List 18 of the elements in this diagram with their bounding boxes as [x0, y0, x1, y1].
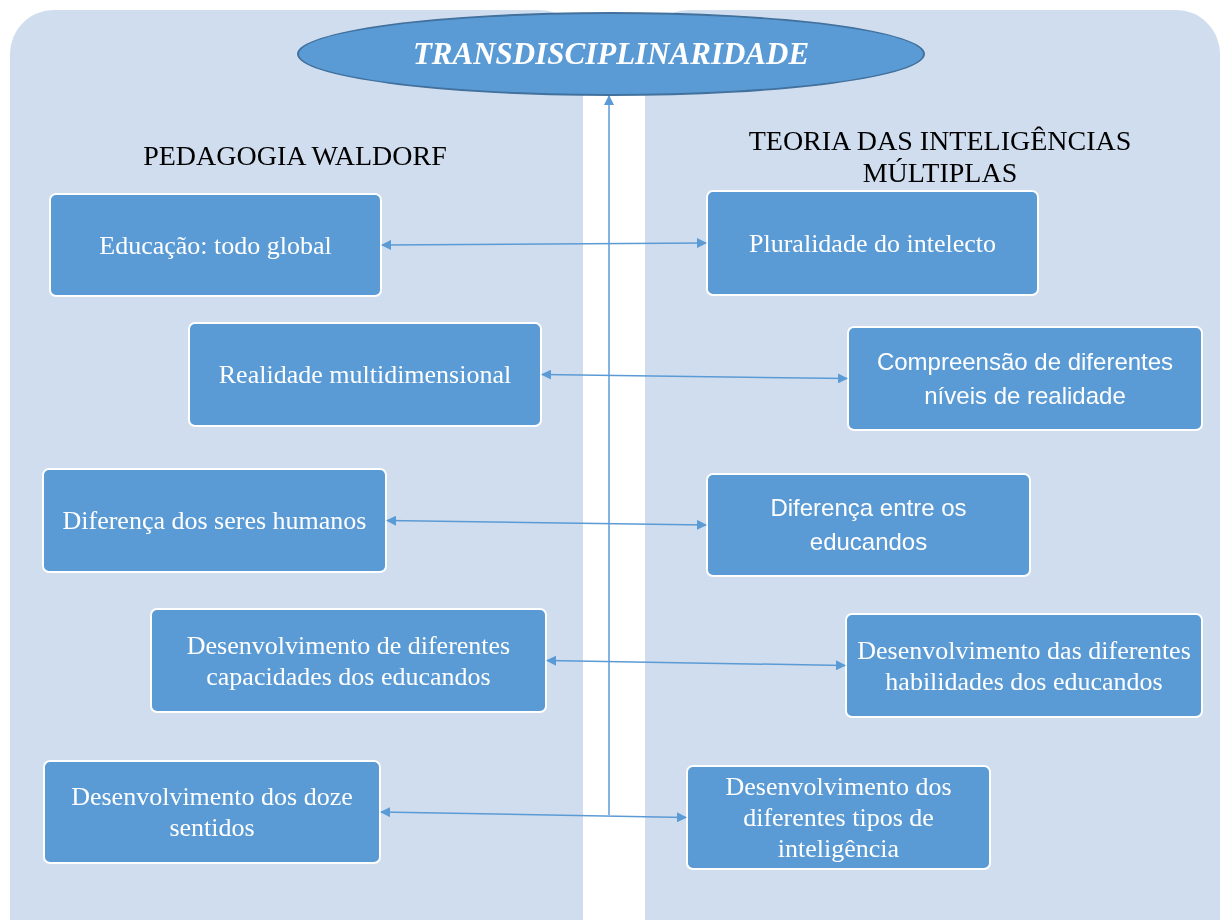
arrow: [604, 95, 614, 816]
concept-box: Desenvolvimento dos doze sentidos: [43, 760, 381, 864]
concept-box: Desenvolvimento de diferentes capacidades dos educandos: [150, 608, 547, 713]
concept-box: Desenvolvimento dos diferentes tipos de inteligência: [686, 765, 991, 870]
concept-box: Realidade multidimensional: [188, 322, 542, 427]
arrow: [380, 807, 687, 823]
concept-box: Diferença entre os educandos: [706, 473, 1031, 577]
panel-heading: PEDAGOGIA WALDORF: [142, 140, 448, 172]
arrow: [386, 515, 707, 530]
arrow: [381, 238, 707, 250]
concept-box: Desenvolvimento das diferentes habilidades dos educandos: [845, 613, 1203, 718]
concept-box: Diferença dos seres humanos: [42, 468, 387, 573]
concept-box: Pluralidade do intelecto: [706, 190, 1039, 296]
panel-heading: TEORIA DAS INTELIGÊNCIAS MÚLTIPLAS: [747, 125, 1133, 189]
arrow: [541, 369, 848, 384]
concept-box: Compreensão de diferentes níveis de realidade: [847, 326, 1203, 431]
concept-box: Educação: todo global: [49, 193, 382, 297]
arrow: [546, 655, 846, 671]
